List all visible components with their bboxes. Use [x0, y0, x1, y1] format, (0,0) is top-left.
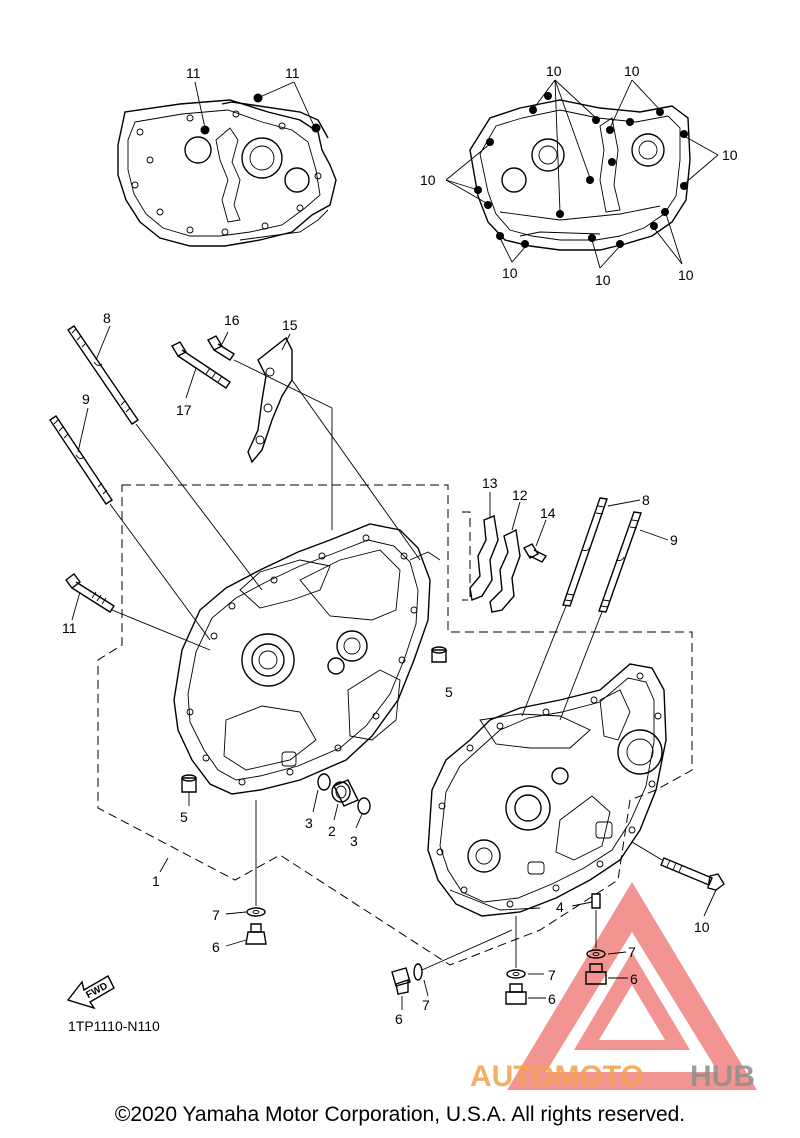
callout-14: 14 [540, 505, 556, 521]
callout-7-right: 7 [628, 944, 636, 960]
callout-10-r3: 10 [722, 147, 738, 163]
callout-8-right: 8 [642, 492, 650, 508]
stud-bolt-8-left: 8 [67, 310, 263, 591]
fwd-arrow: FWD [66, 975, 115, 1010]
callout-10-r2: 10 [624, 63, 640, 79]
bolt-10: 10 [631, 841, 725, 935]
dowel-pin-5-left: 5 [180, 774, 197, 825]
copyright-notice: ©2020 Yamaha Motor Corporation, U.S.A. A… [114, 1103, 686, 1126]
callout-5-right: 5 [445, 684, 453, 700]
plug-6-washer-7-bottom: 7 6 [505, 916, 556, 1007]
collar-2-orings-3: 3 2 3 [305, 773, 371, 849]
callout-10-r4: 10 [420, 172, 436, 188]
stud-bolt-9-left: 9 [49, 391, 211, 641]
gaskets-12-13-bolt-14: 13 12 14 [462, 475, 556, 613]
watermark-logo [507, 882, 757, 1090]
inset-right-crankcase: 10 10 10 10 10 10 10 [420, 63, 738, 288]
plug-6-washer-7-right: 7 6 [585, 910, 638, 987]
watermark-text-part2: HUB [690, 1060, 755, 1093]
callout-11-inset-b: 11 [285, 65, 300, 81]
callout-7-bottom: 7 [548, 967, 556, 983]
bolts-16-17-plate-15: 16 15 17 [171, 312, 421, 561]
bolt-11: 11 [62, 573, 211, 651]
callout-10-r1: 10 [546, 63, 562, 79]
left-crankcase-half [173, 523, 441, 795]
plug-6-washer-7-left: 7 6 [212, 800, 267, 955]
dowel-pin-5-right: 5 [431, 646, 453, 700]
callout-6-left: 6 [212, 939, 220, 955]
callout-6-center: 6 [395, 1011, 403, 1027]
callout-4: 4 [556, 899, 564, 915]
callout-8-left: 8 [103, 310, 111, 326]
plug-6-washer-7-center: 6 7 [391, 929, 513, 1027]
callout-9-left: 9 [82, 391, 90, 407]
callout-7-left: 7 [212, 907, 220, 923]
callout-6-bottom: 6 [548, 991, 556, 1007]
callout-16: 16 [224, 312, 240, 328]
watermark-text-part1: AUTOMOTO [470, 1060, 644, 1093]
callout-6-right: 6 [630, 971, 638, 987]
stud-bolt-8-right: 8 [521, 492, 650, 717]
right-crankcase-half [427, 663, 667, 917]
callout-2: 2 [328, 823, 336, 839]
callout-10-r7: 10 [678, 267, 694, 283]
callout-10-r5: 10 [502, 265, 518, 281]
diagram-code: 1TP1110-N110 [68, 1018, 160, 1034]
callout-11: 11 [62, 620, 77, 636]
callout-3-b: 3 [350, 833, 358, 849]
callout-10-r6: 10 [595, 272, 611, 288]
callout-9-right: 9 [670, 532, 678, 548]
callout-11-inset-a: 11 [186, 65, 201, 81]
callout-10: 10 [694, 919, 710, 935]
watermark-triangle [507, 882, 757, 1090]
callout-17: 17 [176, 402, 192, 418]
callout-15: 15 [282, 317, 298, 333]
callout-5-left: 5 [180, 809, 188, 825]
callout-7-center: 7 [422, 997, 430, 1013]
callout-13: 13 [482, 475, 498, 491]
callout-1: 1 [152, 873, 160, 889]
inset-left-crankcase: 11 11 [117, 65, 337, 247]
callout-3-a: 3 [305, 815, 313, 831]
callout-12: 12 [512, 487, 528, 503]
stud-bolt-9-right: 9 [559, 511, 678, 721]
pin-4: 4 [556, 893, 601, 915]
